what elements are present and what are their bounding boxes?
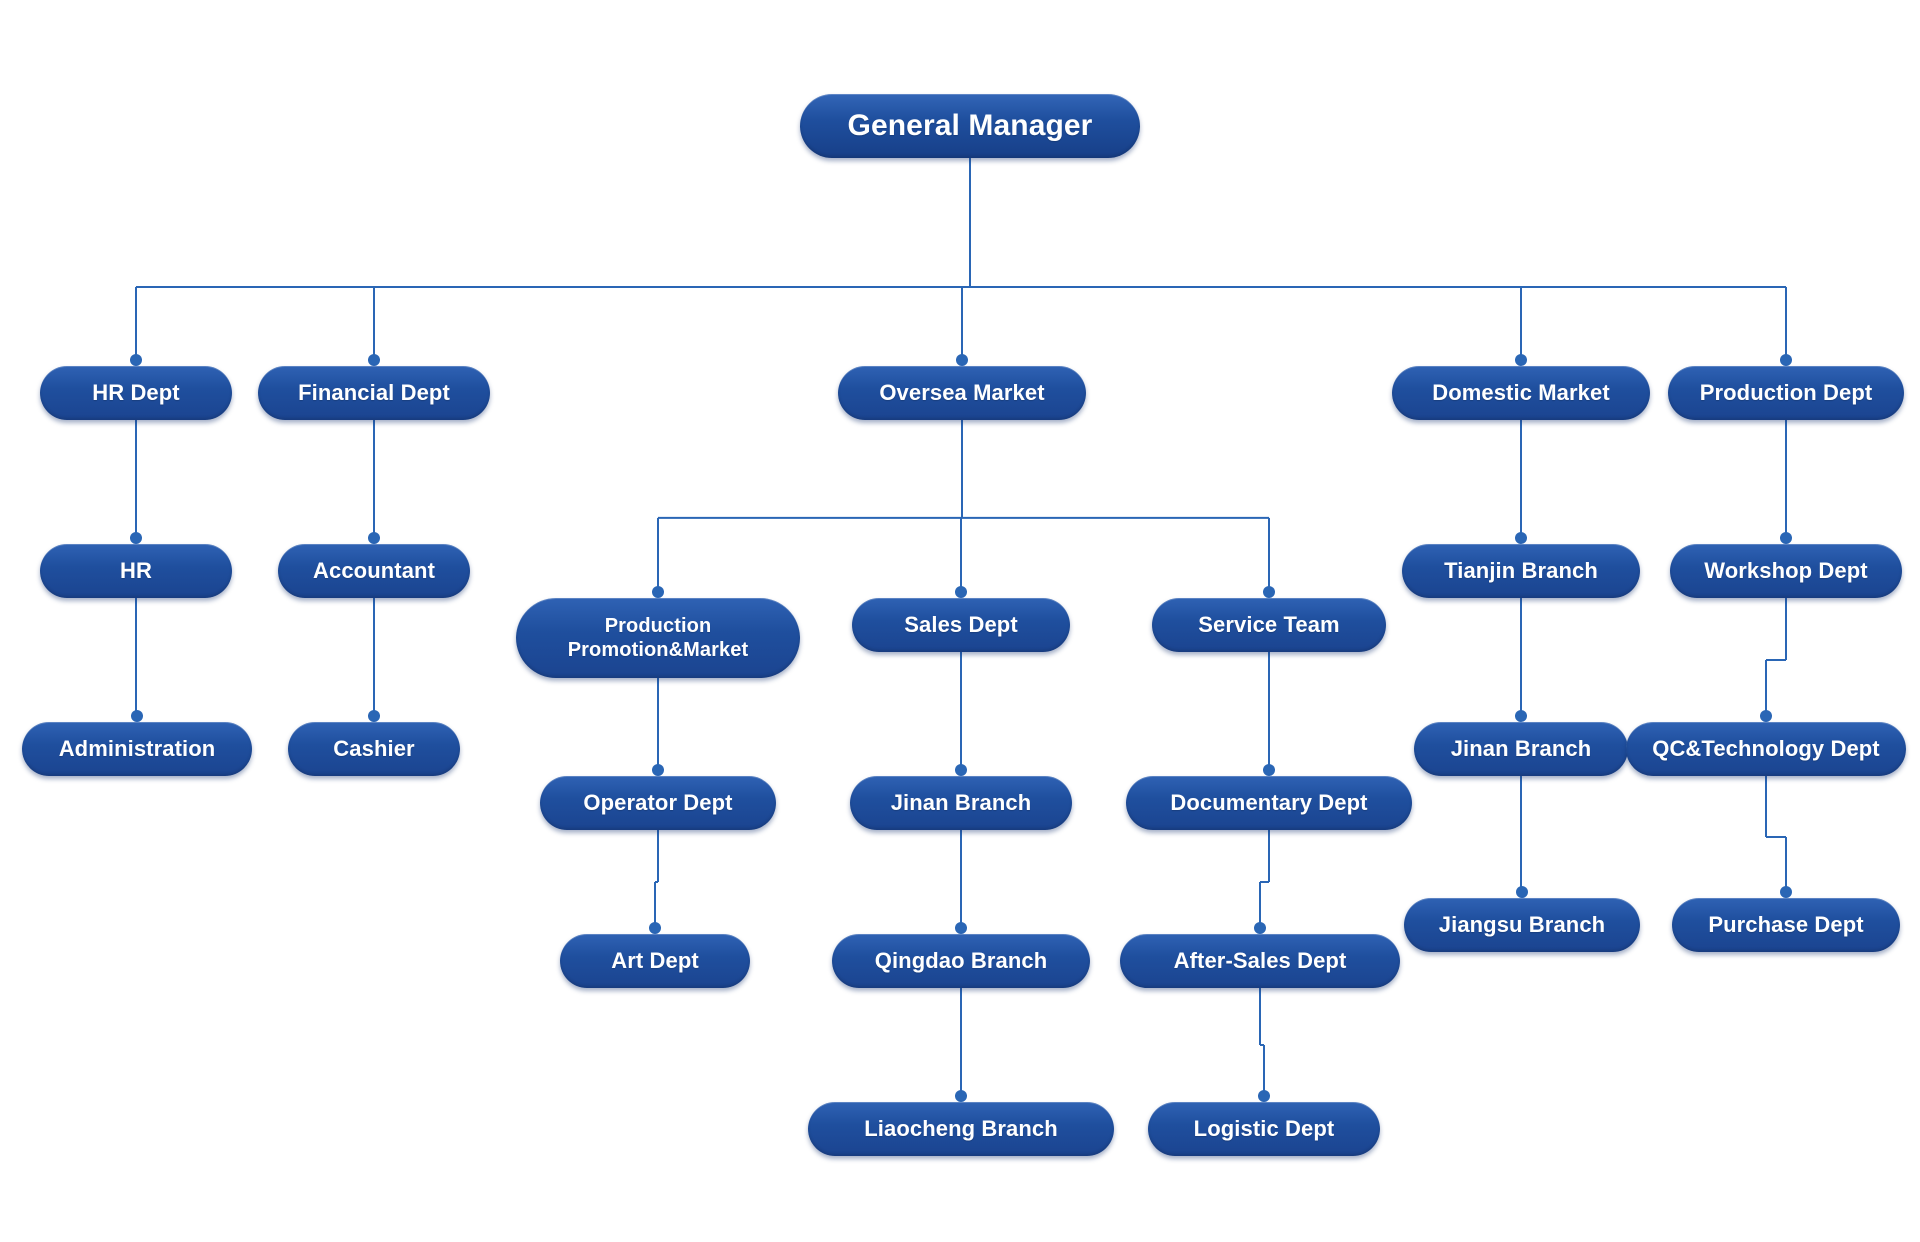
org-node-label: Production Promotion&Market xyxy=(567,614,749,661)
org-node-financial-dept[interactable]: Financial Dept xyxy=(258,366,490,420)
org-node-label: After-Sales Dept xyxy=(1173,947,1347,973)
org-node-label: Art Dept xyxy=(611,947,699,973)
org-node-label: Sales Dept xyxy=(904,611,1018,637)
org-node-after-sales[interactable]: After-Sales Dept xyxy=(1120,934,1400,988)
connector-endpoint-dot xyxy=(1263,764,1275,776)
org-node-label: Logistic Dept xyxy=(1193,1115,1335,1141)
connector-endpoint-dot xyxy=(368,532,380,544)
org-node-label: Jiangsu Branch xyxy=(1438,911,1606,937)
org-node-administration[interactable]: Administration xyxy=(22,722,252,776)
org-node-label: Cashier xyxy=(333,735,415,761)
connector-endpoint-dot xyxy=(131,710,143,722)
org-node-prod-promo[interactable]: Production Promotion&Market xyxy=(516,598,800,678)
org-node-documentary[interactable]: Documentary Dept xyxy=(1126,776,1412,830)
org-node-label: HR xyxy=(120,557,152,583)
org-node-tianjin-branch[interactable]: Tianjin Branch xyxy=(1402,544,1640,598)
org-node-label: Financial Dept xyxy=(298,379,450,405)
org-node-service-team[interactable]: Service Team xyxy=(1152,598,1386,652)
org-node-label: Service Team xyxy=(1198,611,1340,637)
connector-endpoint-dot xyxy=(1515,532,1527,544)
org-node-production-dept[interactable]: Production Dept xyxy=(1668,366,1904,420)
org-node-label: Accountant xyxy=(313,557,435,583)
org-node-label: Purchase Dept xyxy=(1708,911,1864,937)
org-node-label: Administration xyxy=(58,735,216,761)
org-node-accountant[interactable]: Accountant xyxy=(278,544,470,598)
org-node-label: Workshop Dept xyxy=(1704,557,1868,583)
org-node-jiangsu-branch[interactable]: Jiangsu Branch xyxy=(1404,898,1640,952)
org-node-label: Operator Dept xyxy=(583,789,733,815)
connector-endpoint-dot xyxy=(1254,922,1266,934)
connector-endpoint-dot xyxy=(955,1090,967,1102)
org-node-qc-tech-dept[interactable]: QC&Technology Dept xyxy=(1626,722,1906,776)
org-node-label: HR Dept xyxy=(92,379,180,405)
org-node-sales-dept[interactable]: Sales Dept xyxy=(852,598,1070,652)
connector-endpoint-dot xyxy=(1515,354,1527,366)
connector-endpoint-dot xyxy=(955,586,967,598)
connector-endpoint-dot xyxy=(956,354,968,366)
org-node-label: Jinan Branch xyxy=(1450,735,1592,761)
connector-endpoint-dot xyxy=(1258,1090,1270,1102)
org-node-hr-dept[interactable]: HR Dept xyxy=(40,366,232,420)
connector-endpoint-dot xyxy=(130,532,142,544)
connector-endpoint-dot xyxy=(955,922,967,934)
connector-endpoint-dot xyxy=(649,922,661,934)
connector-endpoint-dot xyxy=(1263,586,1275,598)
org-node-qingdao-branch[interactable]: Qingdao Branch xyxy=(832,934,1090,988)
org-node-oversea-market[interactable]: Oversea Market xyxy=(838,366,1086,420)
org-node-label: Production Dept xyxy=(1699,379,1873,405)
connector-endpoint-dot xyxy=(130,354,142,366)
connector-endpoint-dot xyxy=(652,586,664,598)
org-node-label: General Manager xyxy=(847,109,1093,143)
connector-endpoint-dot xyxy=(1515,710,1527,722)
org-node-operator-dept[interactable]: Operator Dept xyxy=(540,776,776,830)
org-node-label: Jinan Branch xyxy=(890,789,1032,815)
org-node-label: Domestic Market xyxy=(1432,379,1610,405)
org-node-jinan-branch-o[interactable]: Jinan Branch xyxy=(850,776,1072,830)
org-node-label: Tianjin Branch xyxy=(1444,557,1598,583)
connector-endpoint-dot xyxy=(1780,532,1792,544)
org-node-liaocheng-branch[interactable]: Liaocheng Branch xyxy=(808,1102,1114,1156)
org-node-label: Oversea Market xyxy=(879,379,1045,405)
org-node-cashier[interactable]: Cashier xyxy=(288,722,460,776)
connector-endpoint-dot xyxy=(1780,354,1792,366)
connector-endpoint-dot xyxy=(1760,710,1772,722)
connector-endpoint-dot xyxy=(652,764,664,776)
connector-endpoint-dot xyxy=(1780,886,1792,898)
org-node-label: Liaocheng Branch xyxy=(864,1115,1058,1141)
org-node-label: QC&Technology Dept xyxy=(1652,735,1880,761)
org-node-label: Documentary Dept xyxy=(1170,789,1368,815)
connector-endpoint-dot xyxy=(1516,886,1528,898)
connector-endpoint-dot xyxy=(368,710,380,722)
org-node-domestic-market[interactable]: Domestic Market xyxy=(1392,366,1650,420)
org-node-logistic-dept[interactable]: Logistic Dept xyxy=(1148,1102,1380,1156)
org-node-art-dept[interactable]: Art Dept xyxy=(560,934,750,988)
org-node-hr[interactable]: HR xyxy=(40,544,232,598)
connector-endpoint-dot xyxy=(368,354,380,366)
org-node-purchase-dept[interactable]: Purchase Dept xyxy=(1672,898,1900,952)
connector-endpoint-dot xyxy=(955,764,967,776)
org-node-jinan-branch-d[interactable]: Jinan Branch xyxy=(1414,722,1628,776)
org-node-workshop-dept[interactable]: Workshop Dept xyxy=(1670,544,1902,598)
org-node-root[interactable]: General Manager xyxy=(800,94,1140,158)
org-node-label: Qingdao Branch xyxy=(874,947,1048,973)
